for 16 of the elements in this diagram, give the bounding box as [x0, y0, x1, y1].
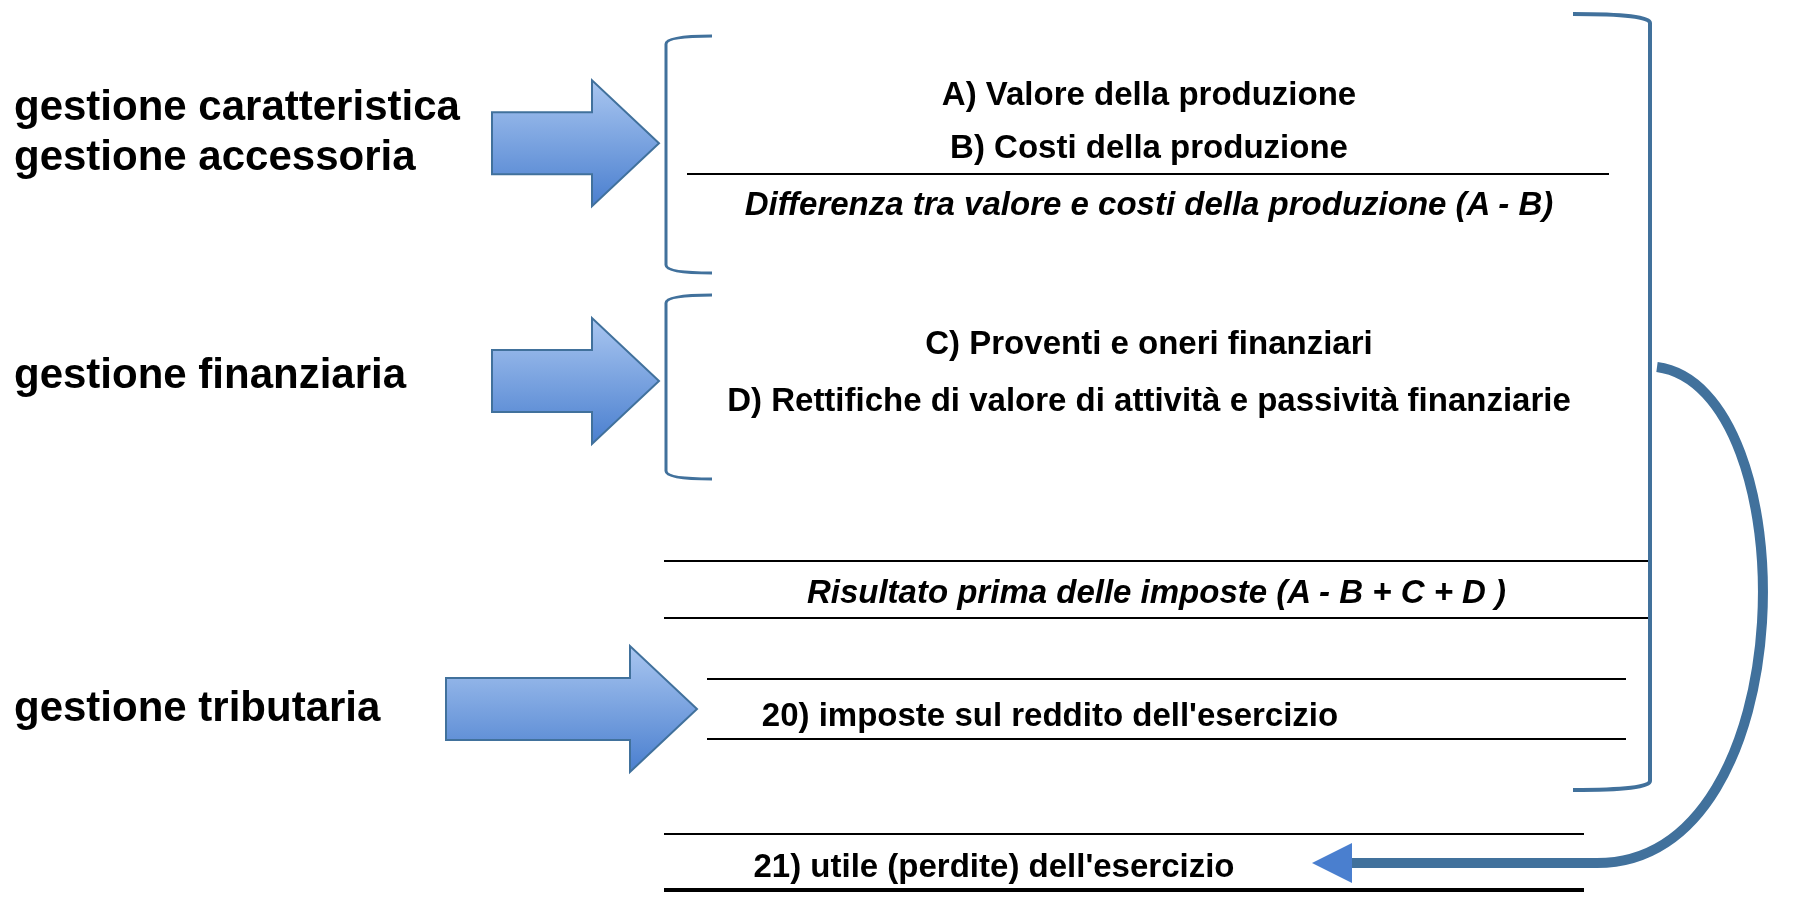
item-label: D) Rettifiche di valore di attività e passività finanziarie — [726, 381, 1572, 419]
arrow — [445, 643, 699, 775]
item-label: gestione caratteristica — [14, 82, 461, 130]
item-label: gestione finanziaria — [14, 350, 408, 398]
item-label: gestione accessoria — [14, 132, 417, 180]
item-label: Risultato prima delle imposte (A - B + C + D ) — [805, 573, 1508, 611]
item-label: Differenza tra valore e costi della produzione (A - B) — [743, 185, 1555, 223]
arrow — [491, 315, 661, 447]
arrow — [1312, 362, 1768, 883]
item-label: C) Proventi e oneri finanziari — [924, 324, 1374, 362]
item-label: gestione tributaria — [14, 683, 382, 731]
item-label: A) Valore della produzione — [940, 75, 1358, 113]
arrow — [491, 77, 661, 209]
item-label: 20) imposte sul reddito dell'esercizio — [760, 696, 1340, 734]
item-label: 21) utile (perdite) dell'esercizio — [752, 847, 1236, 885]
item-label: B) Costi della produzione — [949, 128, 1349, 166]
